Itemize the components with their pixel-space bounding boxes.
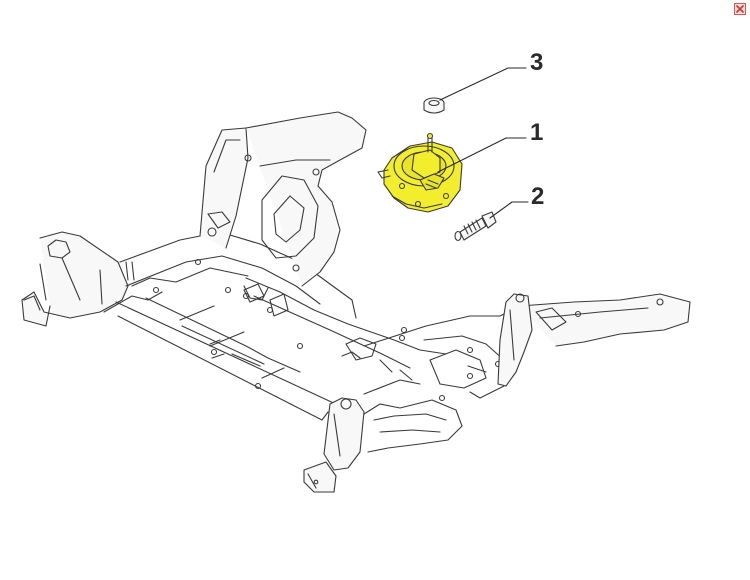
callout-3: 3 [530,49,543,76]
leader-lines [437,67,529,219]
callout-2: 2 [531,183,544,210]
callout-1: 1 [530,119,543,146]
close-button[interactable] [734,2,746,15]
leader-line-3 [439,67,527,101]
bolt-part-2[interactable] [454,211,497,242]
front-subframe [21,111,691,493]
leader-line-1 [437,137,527,173]
close-icon [734,3,746,15]
nut-part-3[interactable] [423,97,445,114]
engine-mount-part-1[interactable] [377,132,463,213]
leader-line-2 [489,201,529,219]
